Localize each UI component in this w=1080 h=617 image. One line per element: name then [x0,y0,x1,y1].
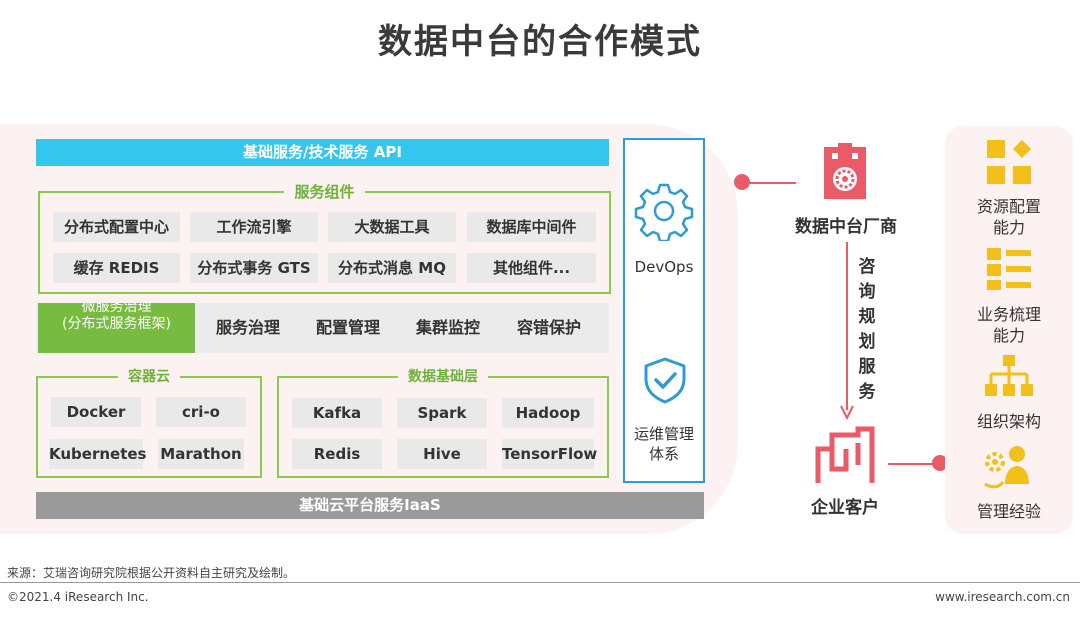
component-cell: 缓存 REDIS [53,253,180,283]
microservice-highlight: 微服务治理 (分布式服务框架) [38,303,195,353]
capability-label: 管理经验 [945,501,1073,522]
footer-copyright: ©2021.4 iResearch Inc. [7,590,149,604]
data-layer-cell: Kafka [292,398,382,428]
service-components-title: 服务组件 [284,183,365,201]
ops-label-text: 运维管理 体系 [633,425,694,463]
client-label: 企业客户 [811,498,879,518]
footer-divider [0,582,1080,583]
container-cell: Docker [51,397,141,427]
capability-label-text: 业务梳理 能力 [976,305,1041,345]
capability-label-text: 资源配置 能力 [976,197,1041,237]
connector-dot-right [932,455,948,471]
resource-grid-icon [987,140,1031,184]
component-cell: 分布式事务 GTS [190,253,318,283]
list-icon [987,248,1031,290]
data-layer-cell: Hive [397,439,487,469]
connector-dot-left [734,174,750,190]
management-icon [984,446,1029,489]
container-cell: Kubernetes [49,439,146,469]
container-cell: cri-o [156,397,246,427]
service-components-frame: 服务组件 [38,183,611,294]
org-chart-icon [985,355,1033,396]
data-layer-cell: TensorFlow [502,439,597,469]
microservice-highlight-label: 微服务治理 (分布式服务框架) [62,303,171,332]
vendor-label: 数据中台厂商 [795,217,897,237]
microservice-item: 容错保护 [517,318,582,337]
component-cell: 其他组件... [467,253,596,283]
data-layer-cell: Spark [397,398,487,428]
connector-line-left [748,182,796,184]
capability-label: 资源配置 能力 [945,196,1073,238]
capability-label-text: 管理经验 [976,502,1041,521]
data-base-layer-title: 数据基础层 [398,369,488,385]
microservice-item: 服务治理 [216,318,281,337]
footer-source: 来源：艾瑞咨询研究院根据公开资料自主研究及绘制。 [7,566,296,580]
down-arrow-icon [840,242,854,420]
component-cell: 分布式配置中心 [53,212,180,242]
footer-url: www.iresearch.com.cn [935,590,1070,604]
vendor-building-icon [824,143,866,199]
connector-line-right [888,463,938,465]
data-layer-cell: Redis [292,439,382,469]
iaas-bar: 基础云平台服务IaaS [36,492,704,519]
component-cell: 分布式消息 MQ [328,253,456,283]
capability-label-text: 组织架构 [976,412,1041,431]
devops-column [623,138,705,483]
container-cloud-title: 容器云 [118,369,180,385]
container-cloud-frame: 容器云 [36,369,262,478]
data-layer-cell: Hadoop [502,398,594,428]
consult-label: 咨询规划服务 [858,257,876,402]
gear-icon [634,183,694,241]
page-title: 数据中台的合作模式 [378,22,702,62]
capability-label: 业务梳理 能力 [945,304,1073,346]
api-bar: 基础服务/技术服务 API [36,139,609,166]
client-building-icon [815,426,875,483]
component-cell: 工作流引擎 [190,212,318,242]
component-cell: 数据库中间件 [467,212,596,242]
devops-label: DevOps [634,258,694,276]
capability-label: 组织架构 [945,411,1073,432]
component-cell: 大数据工具 [328,212,456,242]
data-base-layer-frame: 数据基础层 [277,369,609,478]
shield-check-icon [644,357,686,404]
container-cell: Marathon [158,439,244,469]
microservice-item: 配置管理 [316,318,381,337]
microservice-item: 集群监控 [416,318,481,337]
capabilities-panel [945,126,1073,534]
ops-label: 运维管理 体系 [623,424,705,464]
